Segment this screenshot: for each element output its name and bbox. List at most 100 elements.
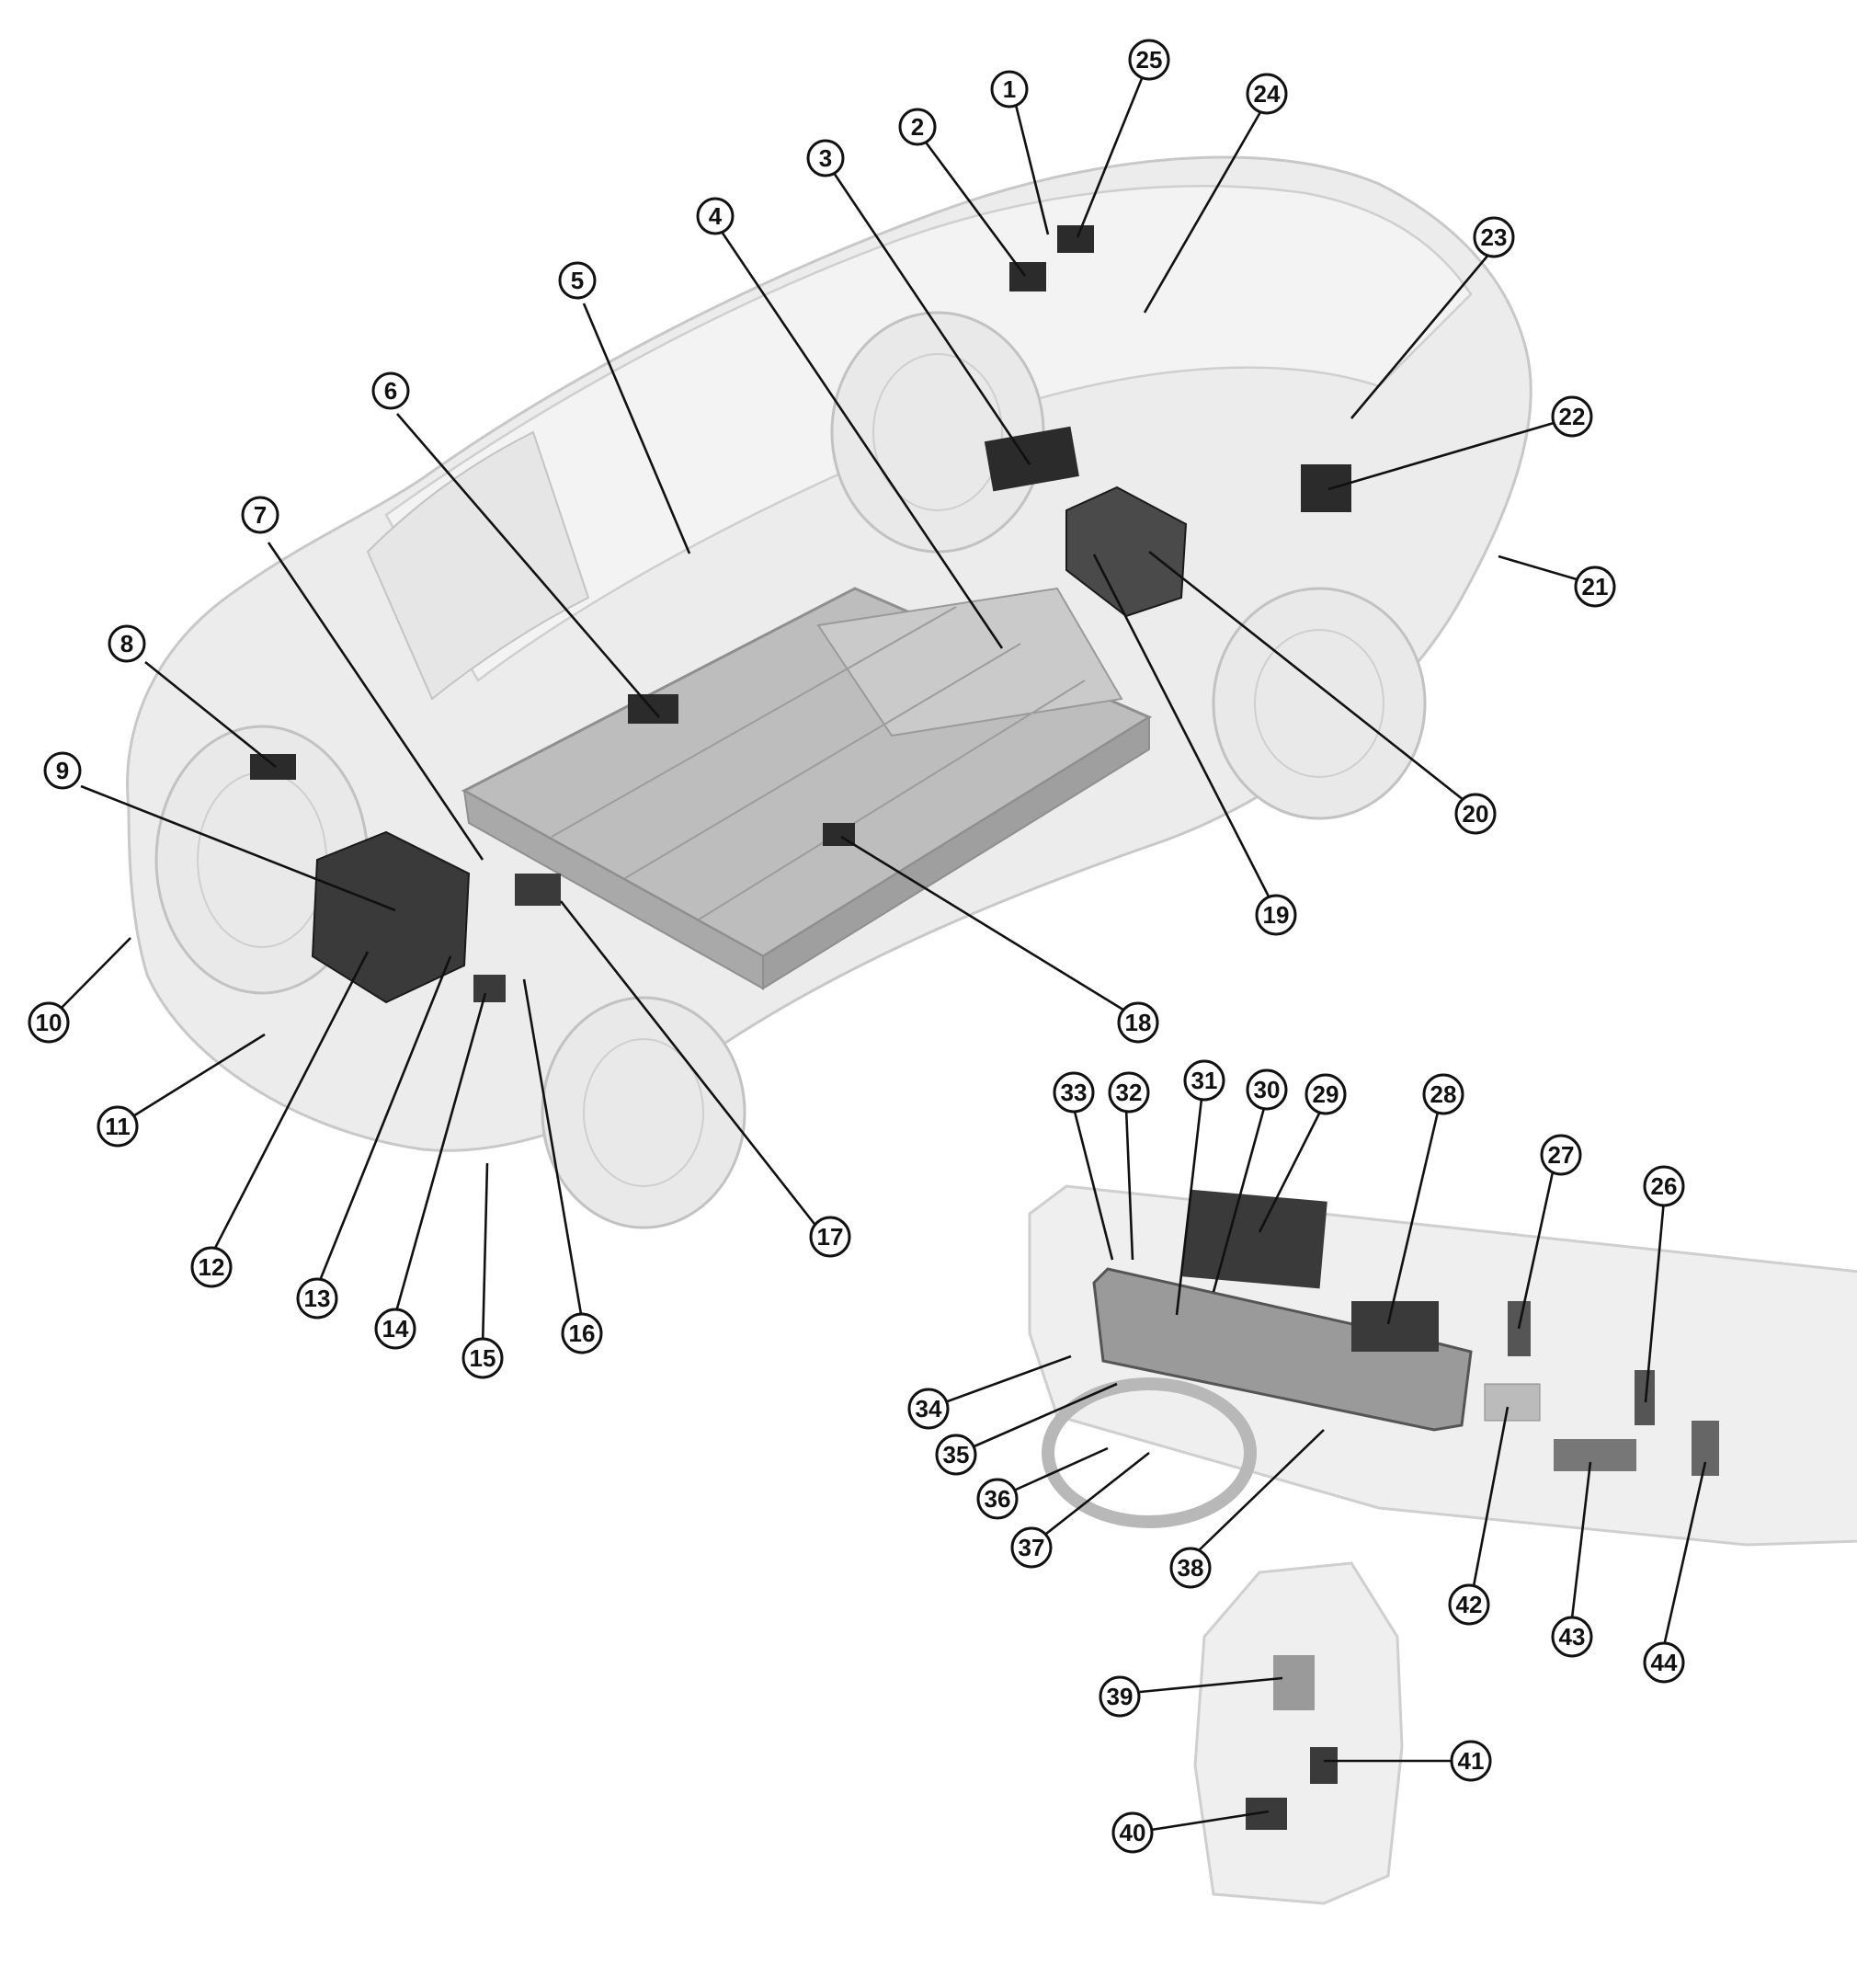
callout-13: 13 [296, 1277, 338, 1320]
callout-32: 32 [1108, 1071, 1150, 1114]
callout-label-30: 30 [1254, 1076, 1281, 1103]
console-module-39 [1273, 1655, 1315, 1710]
hvac-unit [1182, 1189, 1327, 1289]
callout-20: 20 [1454, 793, 1497, 835]
callout-label-24: 24 [1254, 80, 1281, 108]
callout-34: 34 [907, 1388, 950, 1430]
leader-17 [559, 900, 823, 1233]
callout-38: 38 [1169, 1547, 1212, 1589]
callout-label-21: 21 [1582, 573, 1609, 600]
bracket-44 [1692, 1421, 1719, 1476]
callout-12: 12 [190, 1246, 233, 1288]
component-block-3 [984, 426, 1079, 492]
leader-11 [123, 1033, 266, 1124]
callout-label-43: 43 [1559, 1623, 1586, 1651]
leader-29 [1258, 1107, 1324, 1233]
callout-42: 42 [1448, 1583, 1490, 1626]
leader-40 [1150, 1810, 1270, 1832]
console-module-41 [1310, 1747, 1338, 1784]
callout-1: 1 [990, 70, 1029, 109]
leader-33 [1072, 1107, 1114, 1261]
callout-41: 41 [1450, 1740, 1492, 1782]
callout-16: 16 [561, 1312, 603, 1354]
leader-44 [1662, 1461, 1707, 1647]
callout-label-6: 6 [384, 377, 397, 405]
leader-36 [1015, 1446, 1109, 1491]
component-block-17 [515, 874, 561, 906]
audio-unit [1351, 1301, 1439, 1352]
callout-17: 17 [809, 1216, 851, 1258]
callout-39: 39 [1099, 1675, 1141, 1718]
callout-6: 6 [371, 371, 410, 410]
callout-5: 5 [558, 261, 597, 300]
callout-33: 33 [1053, 1071, 1095, 1114]
leader-18 [840, 835, 1127, 1013]
callout-label-2: 2 [911, 113, 924, 141]
callout-26: 26 [1643, 1165, 1685, 1207]
callout-44: 44 [1643, 1641, 1685, 1684]
leader-26 [1644, 1199, 1666, 1403]
callout-29: 29 [1304, 1073, 1347, 1115]
callout-7: 7 [241, 496, 279, 534]
leader-1 [1013, 100, 1050, 235]
leader-31 [1175, 1098, 1203, 1316]
callout-label-7: 7 [254, 501, 267, 529]
callout-label-38: 38 [1178, 1554, 1204, 1582]
leader-30 [1212, 1107, 1266, 1293]
leader-32 [1124, 1107, 1134, 1261]
leader-2 [922, 139, 1027, 277]
callout-label-36: 36 [985, 1485, 1011, 1513]
component-block-2 [1009, 262, 1046, 291]
battery-pack [461, 587, 1153, 990]
callout-label-4: 4 [709, 202, 723, 230]
rear-right-wheel [1212, 587, 1427, 820]
callout-21: 21 [1574, 566, 1616, 608]
callout-3: 3 [806, 139, 845, 177]
callout-label-15: 15 [470, 1344, 496, 1372]
vehicle-windshield [366, 430, 590, 701]
leader-3 [830, 169, 1031, 465]
leader-22 [1327, 421, 1555, 491]
steering-wheel [1042, 1377, 1257, 1528]
dashboard-illustration [1028, 1184, 1857, 1547]
callout-24: 24 [1246, 73, 1288, 115]
callout-30: 30 [1246, 1068, 1288, 1111]
leader-10 [52, 937, 131, 1017]
leader-5 [582, 303, 691, 554]
callout-label-34: 34 [916, 1395, 942, 1422]
leader-37 [1045, 1451, 1150, 1536]
leader-13 [315, 955, 452, 1288]
callout-10: 10 [28, 1001, 70, 1044]
callout-36: 36 [976, 1478, 1019, 1520]
callout-label-41: 41 [1458, 1747, 1485, 1775]
instrument-display [1092, 1267, 1473, 1432]
rear-charger [1065, 486, 1188, 618]
leader-15 [481, 1162, 489, 1348]
callout-25: 25 [1128, 39, 1170, 81]
bracket-43 [1554, 1439, 1636, 1471]
leader-9 [80, 784, 396, 912]
callout-label-27: 27 [1548, 1141, 1575, 1169]
callout-label-16: 16 [569, 1320, 596, 1347]
component-block-25 [1057, 225, 1094, 253]
bracket-26 [1635, 1370, 1655, 1425]
callout-22: 22 [1551, 395, 1593, 438]
callout-label-12: 12 [199, 1253, 225, 1281]
power-unit [311, 830, 471, 1004]
callout-label-14: 14 [382, 1315, 409, 1342]
leader-28 [1386, 1107, 1441, 1325]
callout-14: 14 [374, 1308, 416, 1350]
leader-42 [1472, 1406, 1510, 1587]
leader-19 [1092, 554, 1270, 897]
bracket-42 [1484, 1383, 1541, 1422]
callout-label-13: 13 [304, 1285, 331, 1312]
leader-43 [1570, 1461, 1592, 1619]
rear-left-wheel [830, 311, 1045, 554]
front-right-wheel [541, 996, 746, 1229]
leader-4 [720, 231, 1004, 649]
leader-24 [1143, 105, 1266, 314]
callout-43: 43 [1551, 1616, 1593, 1658]
callout-label-35: 35 [943, 1441, 970, 1468]
leader-lines [52, 71, 1707, 1832]
callout-label-37: 37 [1019, 1534, 1045, 1561]
